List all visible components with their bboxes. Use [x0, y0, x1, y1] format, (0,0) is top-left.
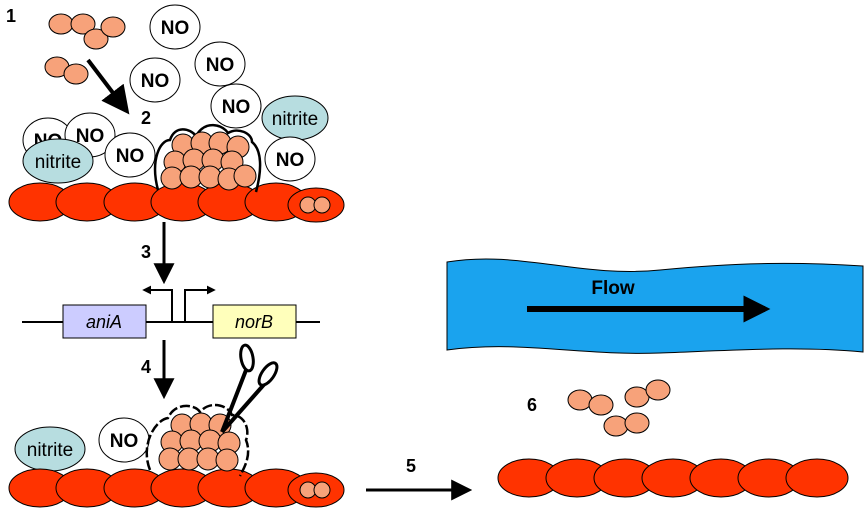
- arrow-to-step-2: [86, 58, 130, 115]
- no-molecule-1: NO: [149, 4, 201, 50]
- internalized-diplococcus-bottom: [299, 481, 331, 499]
- svg-text:NO: NO: [141, 71, 170, 92]
- flow-label: Flow: [591, 278, 634, 299]
- svg-text:norB: norB: [235, 312, 273, 332]
- step-4-label: 4: [141, 357, 151, 377]
- cleaved-pili-bottom: [145, 403, 250, 477]
- scissors-icon: [220, 343, 279, 434]
- step-1-label: 1: [6, 6, 16, 26]
- gene-norB: norB: [212, 304, 297, 339]
- no-molecule-4: NO: [210, 83, 262, 129]
- nitrite-molecule-1: nitrite: [261, 95, 329, 141]
- svg-text:NO: NO: [76, 126, 105, 147]
- step-6-label: 6: [527, 395, 537, 415]
- step-3-label: 3: [141, 242, 151, 262]
- free-diplococci-top: [44, 13, 126, 85]
- svg-text:NO: NO: [110, 431, 139, 452]
- gene-aniA: aniA: [62, 304, 147, 339]
- nitrite-molecule-2: nitrite: [22, 138, 94, 184]
- svg-text:nitrite: nitrite: [27, 440, 73, 461]
- host-cell-layer-bottom-right: [497, 458, 849, 498]
- internalized-diplococcus-top: [299, 196, 331, 214]
- svg-text:NO: NO: [116, 146, 145, 167]
- svg-text:NO: NO: [206, 55, 235, 76]
- released-diplococci: [567, 379, 671, 437]
- no-molecule-3: NO: [129, 57, 181, 103]
- no-molecule-8: NO: [264, 136, 316, 182]
- svg-text:nitrite: nitrite: [272, 109, 318, 130]
- host-cell-layer-bottom-left: [8, 468, 345, 508]
- no-molecule-9: NO: [98, 417, 150, 463]
- promoter-arrow-left: [142, 285, 173, 322]
- microcolony-top: [160, 131, 257, 191]
- svg-text:NO: NO: [276, 150, 305, 171]
- svg-text:nitrite: nitrite: [35, 152, 81, 173]
- host-cell-layer-top: [8, 182, 345, 223]
- step-5-label: 5: [406, 456, 416, 476]
- svg-text:NO: NO: [161, 18, 190, 39]
- svg-text:NO: NO: [222, 97, 251, 118]
- no-molecule-2: NO: [194, 41, 246, 87]
- nitrite-molecule-3: nitrite: [14, 426, 86, 472]
- microcolony-bottom: [158, 412, 241, 472]
- type-iv-pili-top: [153, 123, 262, 193]
- no-molecule-7: NO: [104, 132, 156, 178]
- step-2-label: 2: [141, 108, 151, 128]
- svg-text:aniA: aniA: [86, 312, 122, 332]
- promoter-arrow-right: [184, 285, 216, 322]
